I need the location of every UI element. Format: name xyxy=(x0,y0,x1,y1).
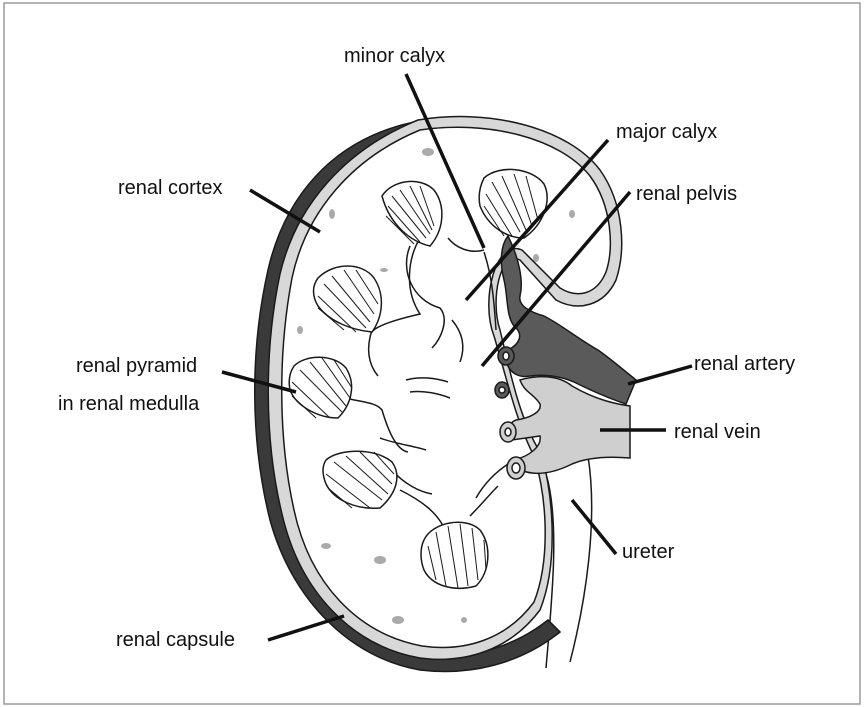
label-renal-cortex: renal cortex xyxy=(118,176,223,200)
label-renal-capsule: renal capsule xyxy=(116,628,235,652)
label-renal-pyramid-line2: in renal medulla xyxy=(58,392,199,416)
label-minor-calyx: minor calyx xyxy=(344,44,445,68)
label-renal-artery: renal artery xyxy=(694,352,795,376)
pyramid-6 xyxy=(421,522,488,588)
label-ureter: ureter xyxy=(622,540,674,564)
label-renal-pyramid-line1: renal pyramid xyxy=(76,354,197,378)
label-renal-vein: renal vein xyxy=(674,420,761,444)
label-major-calyx: major calyx xyxy=(616,120,717,144)
label-renal-pelvis: renal pelvis xyxy=(636,182,737,206)
